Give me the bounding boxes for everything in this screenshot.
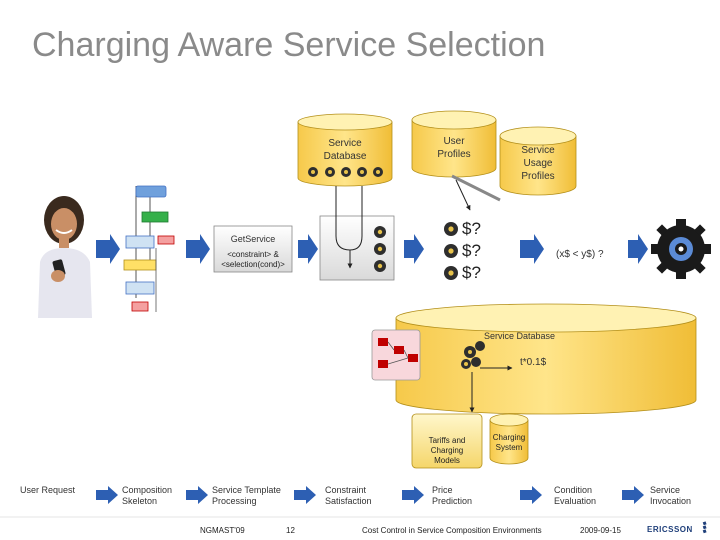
footer-brand: ERICSSON (647, 525, 693, 534)
composition-skeleton-graph (123, 185, 175, 312)
user-profiles-label: User Profiles (437, 136, 471, 160)
gear-cluster-bottom (461, 341, 485, 369)
step-service-invocation: Service Invocation (650, 485, 692, 506)
service-database-bottom-cylinder (395, 303, 697, 415)
tariffs-box (411, 413, 483, 469)
price-unknown-1: $? (462, 219, 481, 238)
flow-arrows-main (96, 234, 648, 264)
flow-arrows-steps (96, 486, 644, 504)
user-photo (38, 196, 92, 318)
tariff-table-graphic (371, 329, 421, 381)
service-usage-profiles-cylinder (499, 126, 577, 196)
footer-date: 2009-09-15 (580, 526, 621, 535)
step-user-request: User Request (20, 485, 76, 495)
footer-conference: NGMAST'09 (200, 526, 245, 535)
user-profiles-cylinder (411, 110, 497, 178)
price-unknown-2: $? (462, 241, 481, 260)
constraint-label: <constraint> & <selection(cond)> (221, 250, 285, 269)
price-unknown-3: $? (462, 263, 481, 282)
price-formula: t*0.1$ (520, 357, 547, 368)
tariffs-label: Tariffs and Charging Models (428, 436, 466, 465)
step-price-prediction: Price Prediction (432, 485, 473, 506)
step-service-template-processing: Service Template Processing (212, 485, 281, 506)
step-constraint-satisfaction: Constraint Satisfaction (325, 485, 372, 506)
footer-title: Cost Control in Service Composition Envi… (362, 526, 542, 535)
charging-system-cylinder (489, 413, 529, 465)
step-condition-evaluation: Condition Evaluation (554, 485, 597, 506)
slide-title: Charging Aware Service Selection (32, 26, 546, 64)
condition-expression: (x$ < y$) ? (556, 249, 604, 260)
charging-system-label: Charging System (492, 433, 526, 452)
gear-column-constraint (374, 226, 386, 272)
ericsson-logo-icon (702, 521, 707, 534)
gear-row-top (308, 167, 383, 177)
service-database-bottom-label: Service Database (484, 331, 556, 341)
getservice-label: GetService (230, 234, 276, 244)
service-template-box (213, 225, 293, 273)
service-database-top-label: Service Database (323, 138, 367, 162)
service-database-top-cylinder (297, 113, 393, 187)
step-composition-skeleton: Composition Skeleton (122, 485, 173, 506)
profiles-connector (451, 174, 501, 202)
gear-column-price (444, 222, 458, 280)
service-gear-icon (651, 219, 711, 279)
footer-page-number: 12 (286, 526, 295, 535)
service-usage-profiles-label: Service Usage Profiles (521, 145, 555, 182)
